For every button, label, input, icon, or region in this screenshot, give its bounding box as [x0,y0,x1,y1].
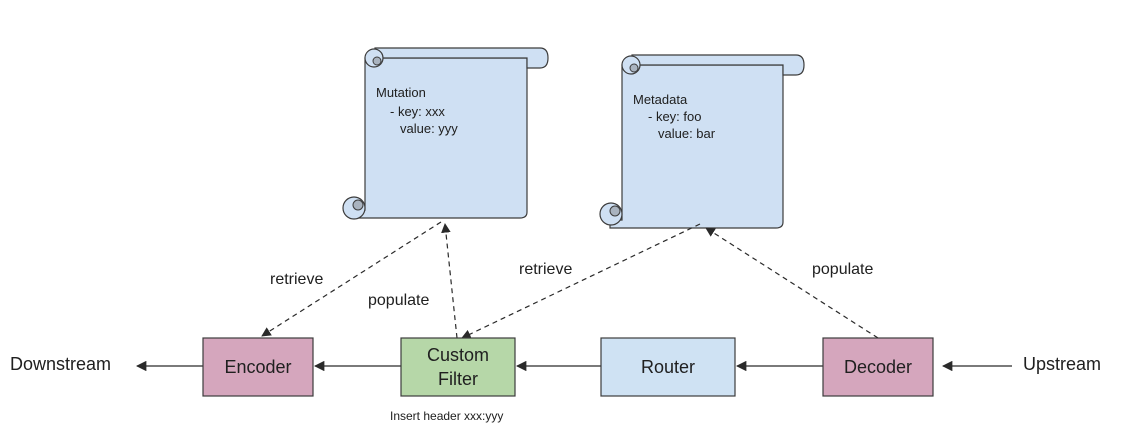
populate-edge-right [705,227,879,339]
decoder-label: Decoder [844,357,912,377]
metadata-key-line: - key: foo [648,109,701,124]
metadata-title: Metadata [633,92,688,107]
mutation-key-line: - key: xxx [390,104,445,119]
router-node: Router [600,337,736,397]
upstream-label: Upstream [1023,354,1101,374]
populate-label-right: populate [812,261,873,278]
insert-header-note: Insert header xxx:yyy [390,409,503,423]
metadata-value-line: value: bar [658,126,716,141]
mutation-scroll-top-curl-inner [372,56,382,66]
metadata-scroll-top-roll [631,54,805,76]
retrieve-label-right: retrieve [519,261,572,278]
encoder-node: Encoder [202,337,314,397]
mutation-scroll-bottom-curl-inner [352,199,364,211]
metadata-scroll: Metadata - key: foo value: bar [599,54,805,229]
metadata-scroll-top-curl-inner [629,63,639,73]
custom-filter-label-line1: Custom [427,345,489,365]
retrieve-edge-right [461,223,701,339]
populate-edge-left [441,223,458,339]
retrieve-label-left: retrieve [270,271,323,288]
custom-filter-label-line2: Filter [438,369,478,389]
metadata-scroll-body [609,64,784,229]
populate-label-left: populate [368,292,429,309]
mutation-scroll-body [352,57,528,219]
decoder-node: Decoder [822,337,934,397]
mutation-value-line: value: yyy [400,121,458,136]
mutation-scroll: Mutation - key: xxx value: yyy [342,47,549,220]
downstream-label: Downstream [10,354,111,374]
mutation-scroll-top-roll [374,47,549,69]
mutation-title: Mutation [376,85,426,100]
encoder-label: Encoder [224,357,291,377]
router-label: Router [641,357,695,377]
custom-filter-node: Custom Filter [400,337,516,397]
metadata-scroll-bottom-curl-inner [609,205,621,217]
